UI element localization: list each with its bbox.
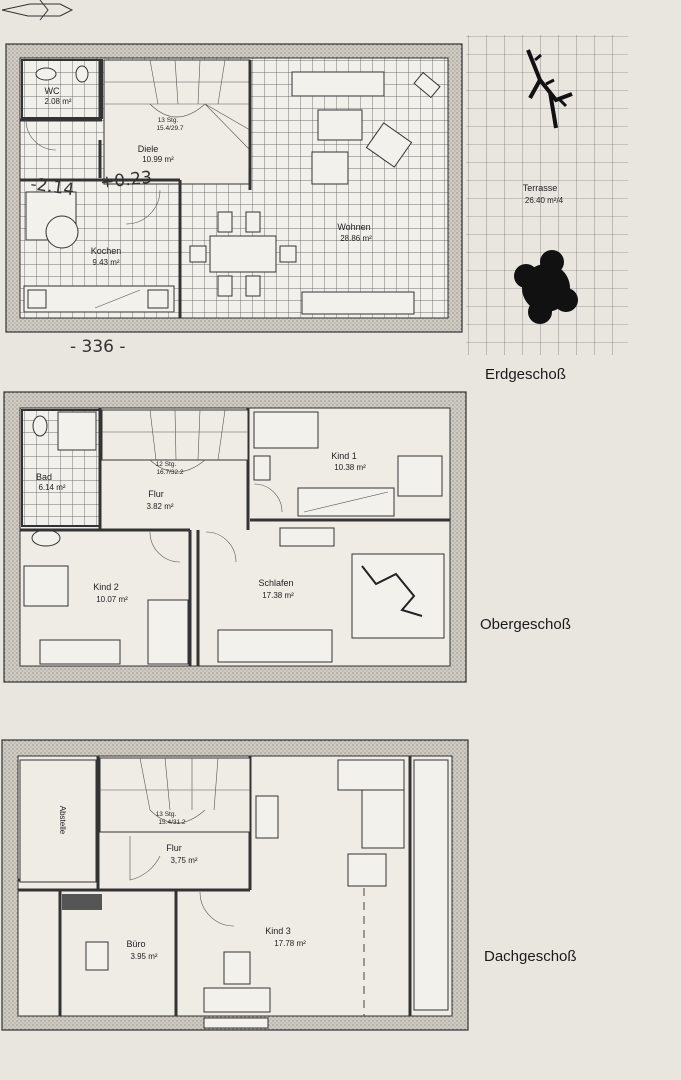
room-name-flur-dg: Flur — [166, 843, 182, 853]
double-bed — [351, 553, 445, 639]
room-name-kochen: Kochen — [91, 246, 122, 256]
room-area-wc: 2.08 m² — [44, 97, 71, 106]
coffee-table — [317, 109, 363, 141]
room-area-terrasse: 26.40 m²/4 — [525, 196, 564, 205]
room-name-wohnen: Wohnen — [337, 222, 370, 232]
room-name-kind3: Kind 3 — [265, 926, 291, 936]
room-area-kind3: 17.78 m² — [274, 939, 306, 948]
room-name-flur-og: Flur — [148, 489, 164, 499]
floor-obergeschoss: Bad 6.14 m² Flur 3.82 m² Kind 1 10.38 m²… — [3, 391, 571, 683]
desk-kind3 — [203, 987, 271, 1013]
room-area-buero: 3.95 m² — [130, 952, 157, 961]
room-name-bad: Bad — [36, 472, 52, 482]
floor-title-dg: Dachgeschoß — [484, 948, 577, 965]
stair-dims-og: 16.7/32.2 — [156, 469, 183, 476]
stair-dims-dg: 15.4/31.2 — [158, 819, 185, 826]
room-area-kind2: 10.07 m² — [96, 595, 128, 604]
dining-table — [209, 235, 277, 273]
round-table — [45, 215, 79, 249]
room-area-bad: 6.14 m² — [38, 483, 65, 492]
sink-icon — [35, 67, 57, 81]
stair-dg — [99, 757, 251, 833]
north-arrow-icon — [1, 0, 74, 21]
armchair-2 — [365, 122, 413, 168]
room-name-kind2: Kind 2 — [93, 582, 119, 592]
desk-kind1 — [397, 455, 443, 497]
room-name-wc: WC — [45, 86, 60, 96]
room-area-kochen: 9.43 m² — [92, 258, 119, 267]
armchair — [311, 151, 349, 185]
room-area-kind1: 10.38 m² — [334, 463, 366, 472]
room-wc — [21, 59, 103, 119]
room-area-schlafen: 17.38 m² — [262, 591, 294, 600]
room-area-diele: 10.99 m² — [142, 155, 174, 164]
desk-buero — [85, 941, 109, 971]
plant-icon — [526, 49, 573, 129]
sofa — [291, 71, 385, 97]
handwritten-note: - 336 - — [70, 337, 126, 357]
room-name-schlafen: Schlafen — [258, 578, 293, 588]
tree-icon — [514, 250, 578, 324]
room-name-abstelle: Abstelle — [58, 806, 67, 835]
floor-dachgeschoss: Abstelle Flur 3,75 m² Büro 3.95 m² Kind … — [1, 739, 577, 1031]
room-name-buero: Büro — [126, 939, 145, 949]
sideboard — [301, 291, 415, 315]
desk-kind2 — [23, 565, 69, 607]
floor-erdgeschoss: WC 2.08 m² Diele 10.99 m² Kochen 9.43 m²… — [5, 35, 628, 383]
wardrobe — [217, 629, 333, 663]
stair-steps-eg: 13 Stg. — [158, 117, 179, 124]
floor-title-og: Obergeschoß — [480, 616, 571, 633]
toilet-icon — [75, 65, 89, 83]
room-name-terrasse: Terrasse — [523, 183, 558, 193]
room-name-kind1: Kind 1 — [331, 451, 357, 461]
room-area-wohnen: 28.86 m² — [340, 234, 372, 243]
stair-steps-dg: 13 Stg. — [156, 811, 177, 818]
room-name-diele: Diele — [138, 144, 159, 154]
room-area-flur-dg: 3,75 m² — [170, 856, 197, 865]
floor-title-eg: Erdgeschoß — [485, 366, 566, 383]
sink-icon-og — [31, 529, 61, 547]
toilet-icon-og — [32, 415, 48, 437]
room-abstelle — [19, 759, 97, 883]
stair-eg — [103, 59, 251, 185]
stair-dims-eg: 15.4/29.7 — [156, 125, 183, 132]
built-in-cabinet — [413, 759, 449, 1011]
stair-steps-og: 12 Stg. — [156, 461, 177, 468]
room-area-flur-og: 3.82 m² — [146, 502, 173, 511]
